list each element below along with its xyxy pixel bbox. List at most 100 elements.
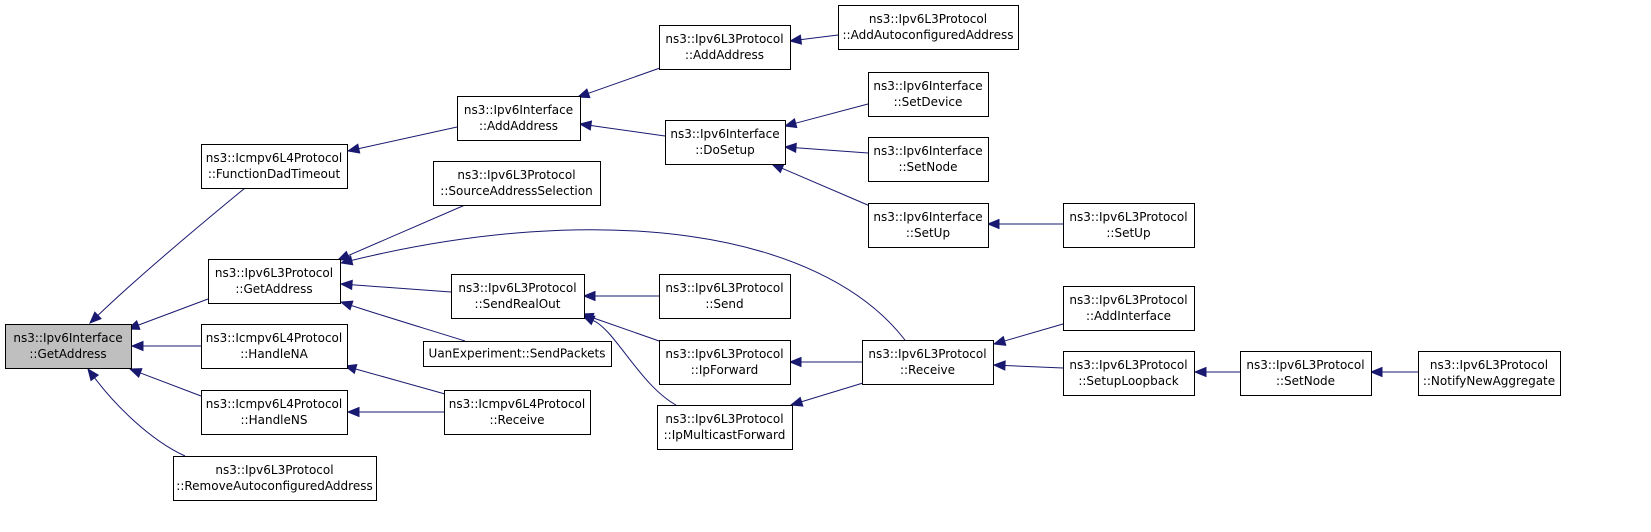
node-label-line: ::HandleNS xyxy=(241,413,308,427)
edge-l3_send-to-send_real_out xyxy=(582,290,659,302)
node-box[interactable] xyxy=(423,341,612,367)
node-box[interactable] xyxy=(444,390,591,435)
arrow-head xyxy=(992,335,1007,346)
node-handle-ns[interactable]: ns3::Icmpv6L4Protocol::HandleNS xyxy=(201,390,348,435)
node-l3-add-address[interactable]: ns3::Ipv6L3Protocol::AddAddress xyxy=(659,25,791,70)
arrow-head xyxy=(1369,366,1383,378)
node-label-line: ::GetAddress xyxy=(235,282,312,296)
edge-source_address_selection-to-l3_get_address xyxy=(336,204,466,261)
arrow-head xyxy=(783,117,798,129)
node-label-line: ns3::Ipv6L3Protocol xyxy=(215,266,333,280)
node-label-line: ::AddAutoconfiguredAddress xyxy=(843,28,1014,42)
arrow-head xyxy=(128,368,143,378)
node-uan-send-packets[interactable]: UanExperiment::SendPackets xyxy=(423,341,612,367)
node-send-real-out[interactable]: ns3::Ipv6L3Protocol::SendRealOut xyxy=(451,274,585,319)
arrow-head xyxy=(788,34,803,45)
arrow-head xyxy=(336,250,351,261)
node-label-line: ns3::Ipv6L3Protocol xyxy=(868,347,986,361)
node-label-line: ns3::Icmpv6L4Protocol xyxy=(206,397,342,411)
edge-line xyxy=(588,67,661,94)
edge-line xyxy=(351,229,906,341)
node-l3-send[interactable]: ns3::Ipv6L3Protocol::Send xyxy=(659,274,791,319)
node-box[interactable] xyxy=(201,144,348,189)
edge-line xyxy=(1004,364,1064,369)
edge-line xyxy=(592,317,663,343)
node-box[interactable] xyxy=(838,5,1019,50)
node-icmp-receive[interactable]: ns3::Icmpv6L4Protocol::Receive xyxy=(444,390,591,435)
node-ip-multicast-forward[interactable]: ns3::Ipv6L3Protocol::IpMulticastForward xyxy=(657,405,793,450)
node-set-device[interactable]: ns3::Ipv6Interface::SetDevice xyxy=(868,72,989,117)
node-ip-forward[interactable]: ns3::Ipv6L3Protocol::IpForward xyxy=(659,340,791,385)
edge-line xyxy=(94,377,186,457)
node-box[interactable] xyxy=(862,340,994,385)
node-iface-set-up[interactable]: ns3::Ipv6Interface::SetUp xyxy=(868,203,989,248)
node-box[interactable] xyxy=(457,96,581,141)
node-box[interactable] xyxy=(1240,351,1372,396)
node-box[interactable] xyxy=(657,405,793,450)
node-iface-set-node[interactable]: ns3::Ipv6Interface::SetNode xyxy=(868,137,989,182)
node-label-line: ns3::Ipv6Interface xyxy=(13,331,122,345)
node-box[interactable] xyxy=(1063,203,1195,248)
node-l3-set-node[interactable]: ns3::Ipv6L3Protocol::SetNode xyxy=(1240,351,1372,396)
node-box[interactable] xyxy=(868,203,989,248)
node-label-line: ::AddInterface xyxy=(1086,309,1171,323)
edge-uan_send_packets-to-l3_get_address xyxy=(339,300,466,342)
edge-handle_ns-to-get_address xyxy=(128,368,202,397)
node-handle-na[interactable]: ns3::Icmpv6L4Protocol::HandleNA xyxy=(201,324,348,369)
node-box[interactable] xyxy=(208,259,341,304)
arrow-head xyxy=(130,340,144,352)
node-box[interactable] xyxy=(659,25,791,70)
node-label-line: ns3::Ipv6L3Protocol xyxy=(1069,210,1187,224)
node-l3-get-address[interactable]: ns3::Ipv6L3Protocol::GetAddress xyxy=(208,259,341,304)
edge-layer xyxy=(87,34,1418,457)
node-box[interactable] xyxy=(868,137,989,182)
arrow-head xyxy=(576,88,591,99)
node-box[interactable] xyxy=(1063,351,1195,396)
edge-line xyxy=(795,147,869,154)
node-box[interactable] xyxy=(201,324,348,369)
node-remove-autoconfigured-address[interactable]: ns3::Ipv6L3Protocol::RemoveAutoconfigure… xyxy=(173,456,377,501)
arrow-head xyxy=(582,290,596,302)
arrow-head xyxy=(783,142,797,154)
node-box[interactable] xyxy=(665,120,786,165)
edge-do_setup-to-iface_add_address xyxy=(578,120,666,137)
node-l3-set-up[interactable]: ns3::Ipv6L3Protocol::SetUp xyxy=(1063,203,1195,248)
node-source-address-selection[interactable]: ns3::Ipv6L3Protocol::SourceAddressSelect… xyxy=(433,161,601,206)
arrow-head xyxy=(346,406,360,418)
node-setup-loopback[interactable]: ns3::Ipv6L3Protocol::SetupLoopback xyxy=(1063,351,1195,396)
node-box[interactable] xyxy=(1063,286,1195,331)
node-label-line: ::SetupLoopback xyxy=(1078,374,1178,388)
node-iface-add-address[interactable]: ns3::Ipv6Interface::AddAddress xyxy=(457,96,581,141)
node-box[interactable] xyxy=(451,274,585,319)
node-add-interface[interactable]: ns3::Ipv6L3Protocol::AddInterface xyxy=(1063,286,1195,331)
node-get-address[interactable]: ns3::Ipv6Interface::GetAddress xyxy=(5,324,132,369)
node-label-line: ::GetAddress xyxy=(29,347,106,361)
node-label-line: ns3::Icmpv6L4Protocol xyxy=(206,151,342,165)
node-box[interactable] xyxy=(659,274,791,319)
node-label-line: ::IpMulticastForward xyxy=(664,428,786,442)
node-add-autoconfigured-address[interactable]: ns3::Ipv6L3Protocol::AddAutoconfiguredAd… xyxy=(838,5,1019,50)
node-label-line: ns3::Ipv6L3Protocol xyxy=(215,463,333,477)
node-box[interactable] xyxy=(433,161,601,206)
edge-add_interface-to-l3_receive xyxy=(992,323,1064,346)
node-box[interactable] xyxy=(659,340,791,385)
node-label-line: ::HandleNA xyxy=(240,347,308,361)
node-box[interactable] xyxy=(868,72,989,117)
node-notify-new-aggregate[interactable]: ns3::Ipv6L3Protocol::NotifyNewAggregate xyxy=(1418,351,1561,396)
node-l3-receive[interactable]: ns3::Ipv6L3Protocol::Receive xyxy=(862,340,994,385)
edge-remove_autoconfigured_address-to-get_address xyxy=(87,367,186,457)
node-label-line: ns3::Ipv6L3Protocol xyxy=(458,281,576,295)
node-do-setup[interactable]: ns3::Ipv6Interface::DoSetup xyxy=(665,120,786,165)
node-label-line: ::IpForward xyxy=(691,363,759,377)
node-label-line: ::RemoveAutoconfiguredAddress xyxy=(176,479,372,493)
node-label-line: ns3::Ipv6L3Protocol xyxy=(1246,358,1364,372)
edge-line xyxy=(358,126,458,150)
node-box[interactable] xyxy=(5,324,132,369)
node-box[interactable] xyxy=(201,390,348,435)
node-box[interactable] xyxy=(1418,351,1561,396)
edge-line xyxy=(97,187,246,316)
edge-l3_add_address-to-iface_add_address xyxy=(576,67,661,99)
node-box[interactable] xyxy=(173,456,377,501)
node-function-dad-timeout[interactable]: ns3::Icmpv6L4Protocol::FunctionDadTimeou… xyxy=(201,144,348,189)
edge-function_dad_timeout-to-get_address xyxy=(89,187,246,324)
